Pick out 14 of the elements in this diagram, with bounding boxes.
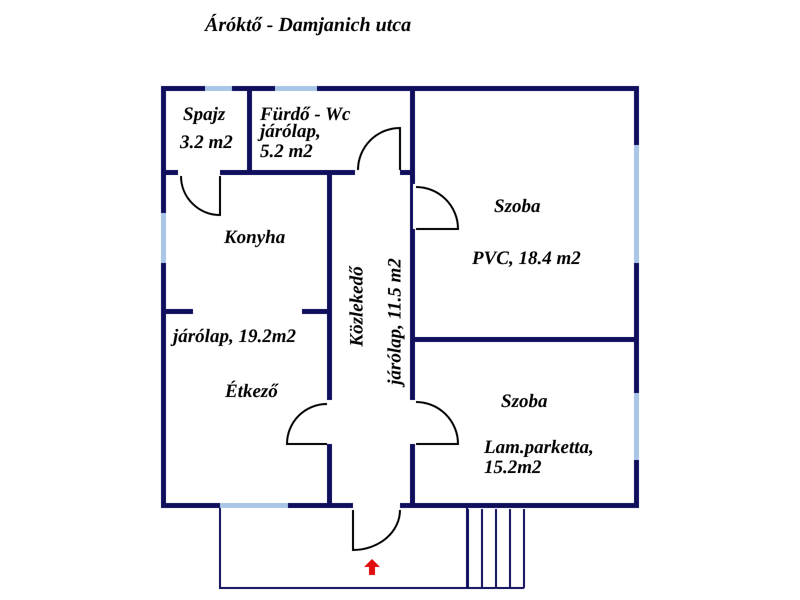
- room-name: Közlekedő: [348, 264, 366, 349]
- room-floor-area: járólap, 11.5 m2: [386, 242, 404, 402]
- room-floor-area: járólap, 5.2 m2: [260, 122, 338, 162]
- room-floor-area: járólap, 19.2m2: [173, 327, 296, 346]
- room-name: Szoba: [501, 392, 548, 411]
- room-name: Konyha: [224, 228, 286, 247]
- room-name: Szoba: [494, 197, 540, 216]
- plan-title: Áróktő - Damjanich utca: [205, 14, 412, 37]
- room-floor-area: PVC, 18.4 m2: [472, 249, 581, 268]
- room-area: 3.2 m2: [180, 133, 233, 152]
- room-name: Spajz: [183, 105, 226, 124]
- room-floor-area: Lam.parketta, 15.2m2: [484, 438, 634, 478]
- room-name: Fürdő - Wc: [260, 105, 350, 124]
- room-name: Étkező: [225, 382, 278, 401]
